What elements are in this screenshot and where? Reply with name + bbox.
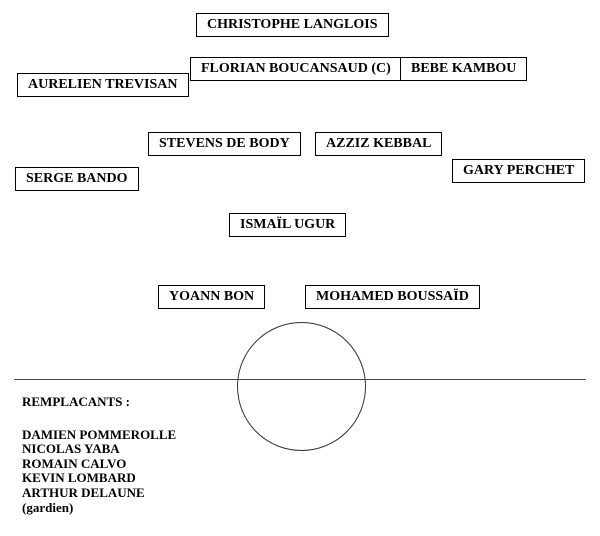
player-box: SERGE BANDO xyxy=(15,167,139,191)
player-box: YOANN BON xyxy=(158,285,266,309)
center-circle xyxy=(237,322,366,451)
player-box: ISMAÏL UGUR xyxy=(229,213,347,237)
player-box: AZZIZ KEBBAL xyxy=(315,132,443,156)
player-box-goalkeeper: CHRISTOPHE LANGLOIS xyxy=(196,13,389,37)
player-box-captain: FLORIAN BOUCANSAUD (C) xyxy=(190,57,402,81)
substitute-name: ROMAIN CALVO xyxy=(22,455,127,471)
substitutes-title: REMPLACANTS : xyxy=(22,394,130,409)
substitute-name: DAMIEN POMMEROLLE xyxy=(22,426,177,442)
substitute-name: KEVIN LOMBARD xyxy=(22,470,136,486)
player-box: GARY PERCHET xyxy=(452,159,586,183)
goalkeeper-note: (gardien) xyxy=(22,499,74,515)
player-box: MOHAMED BOUSSAÏD xyxy=(305,285,480,309)
player-box: STEVENS DE BODY xyxy=(148,132,301,156)
substitute-name: ARTHUR DELAUNE xyxy=(22,484,145,500)
substitute-name: NICOLAS YABA xyxy=(22,441,120,457)
player-box: AURELIEN TREVISAN xyxy=(17,73,189,97)
halfway-line xyxy=(14,379,586,380)
player-box: BEBE KAMBOU xyxy=(400,57,528,81)
substitutes-section: REMPLACANTS : DAMIEN POMMEROLLE NICOLAS … xyxy=(22,394,177,515)
